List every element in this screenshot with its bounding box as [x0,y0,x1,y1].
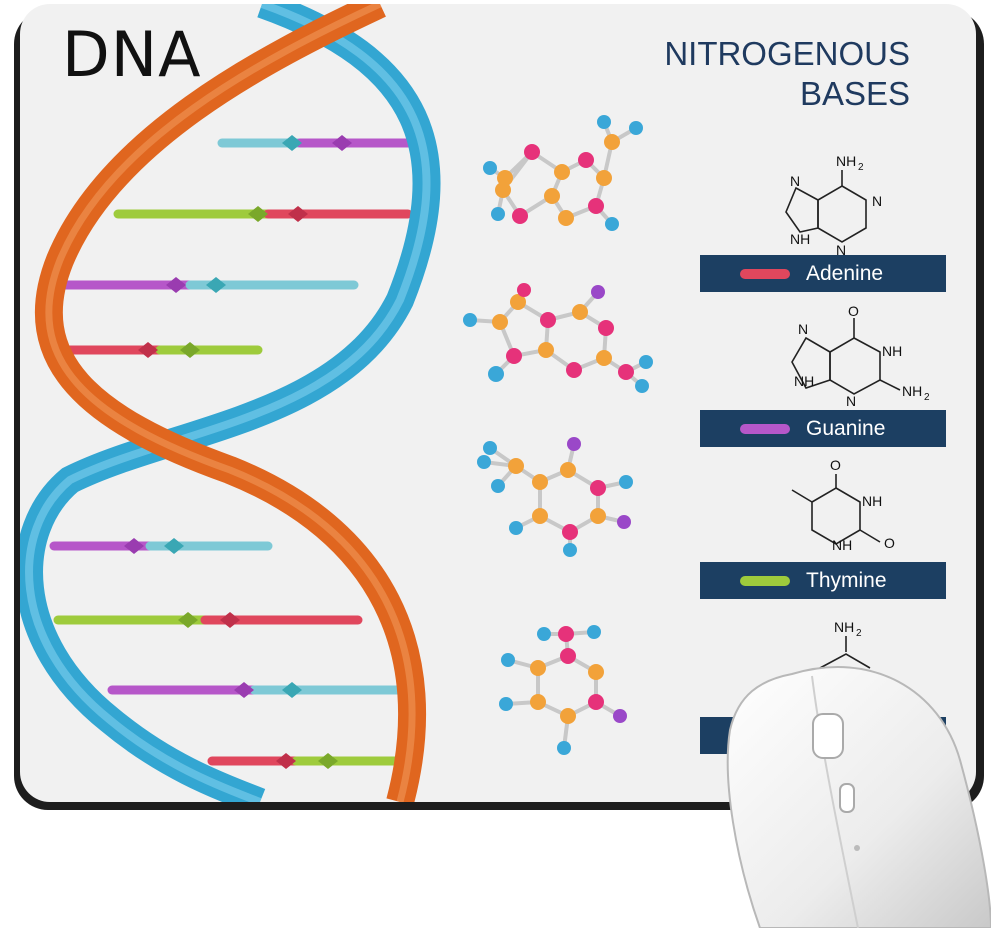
mouse-indicator-light [854,845,860,851]
adenine-color-swatch [740,268,790,279]
mousepad: DNA NITROGENOUS BASES [20,4,976,802]
label-thymine-text: Thymine [806,568,887,592]
rung-5 [49,538,273,554]
rung-3 [51,277,359,293]
svg-text:NH: NH [832,537,852,553]
page-title: DNA [62,18,202,91]
svg-text:N: N [836,242,846,258]
svg-text:NH: NH [902,383,922,399]
rung-8 [207,753,413,769]
svg-text:N: N [790,173,800,189]
svg-text:NH: NH [882,343,902,359]
svg-text:N: N [872,193,882,209]
thymine-formula-lines [791,474,881,545]
base-pair-rungs [45,135,415,769]
mouse-button-seam [811,675,859,928]
svg-text:2: 2 [856,628,862,639]
svg-text:2: 2 [858,162,864,173]
subtitle-line-1: NITROGENOUS [664,35,910,72]
svg-text:O: O [848,303,859,319]
svg-text:NH: NH [834,619,854,635]
molecule-atoms [463,115,653,755]
guanine-formula-lines [791,318,901,395]
label-adenine-text: Adenine [806,261,884,285]
svg-text:NH: NH [794,373,814,389]
rung-6 [53,612,363,628]
rung-2 [113,206,413,222]
label-guanine-text: Guanine [806,416,886,440]
svg-text:NH: NH [862,493,882,509]
label-thymine: Thymine [700,562,946,599]
rung-4 [45,342,263,358]
cytosine-formula-lines [819,636,871,669]
svg-text:2: 2 [924,392,930,403]
label-guanine: Guanine [700,410,946,447]
molecule-models [463,115,653,755]
subtitle-line-2: BASES [799,75,910,112]
thymine-color-swatch [740,575,790,586]
mouse-scroll-wheel [812,713,844,759]
rung-1 [217,135,415,151]
svg-text:O: O [830,457,841,473]
rung-7 [107,682,415,698]
orange-strand-highlight [45,4,416,802]
svg-text:N: N [846,393,856,409]
svg-text:NH: NH [836,153,856,169]
adenine-formula-lines [785,170,867,243]
dna-helix-illustration [20,4,441,802]
label-adenine: Adenine [700,255,946,292]
mouse-body [726,666,991,928]
svg-text:O: O [884,535,895,551]
subtitle: NITROGENOUS BASES [664,34,910,114]
svg-text:NH: NH [790,231,810,247]
thymine-formula-text: O NH NH O [830,457,895,553]
mouse-dpi-button [839,783,855,813]
blue-strand-highlight [25,4,431,802]
svg-text:N: N [798,321,808,337]
guanine-color-swatch [740,423,790,434]
